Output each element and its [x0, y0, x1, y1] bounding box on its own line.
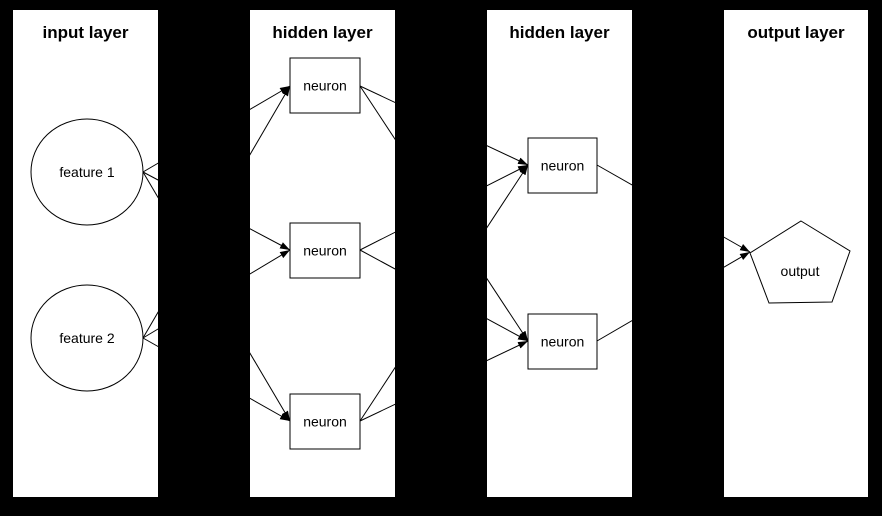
node-neuron3 [289, 393, 361, 450]
edge-neuron2-to-neuron5 [359, 249, 529, 342]
node-neuron5 [527, 313, 598, 370]
panel-input-layer [13, 10, 158, 497]
node-label-feature2: feature 2 [59, 330, 114, 346]
node-feature1 [30, 118, 144, 226]
edge-neuron5-to-output1 [596, 251, 751, 342]
node-label-neuron2: neuron [303, 243, 347, 259]
edge-neuron3-to-neuron5 [359, 340, 529, 422]
edge-feature1-to-neuron1 [142, 85, 291, 173]
node-neuron4 [527, 137, 598, 194]
node-label-feature1: feature 1 [59, 164, 114, 180]
panel-title-output-layer: output layer [747, 23, 845, 42]
edge-neuron1-to-neuron4 [359, 85, 529, 166]
node-label-neuron4: neuron [541, 158, 585, 174]
edge-neuron1-to-neuron5 [359, 85, 529, 342]
panel-hidden-layer-2 [487, 10, 632, 497]
panel-title-input-layer: input layer [43, 23, 129, 42]
node-neuron1 [289, 57, 361, 114]
edge-feature1-to-neuron3 [142, 171, 291, 422]
node-label-neuron5: neuron [541, 334, 585, 350]
panel-title-hidden-layer-1: hidden layer [272, 23, 373, 42]
node-label-neuron3: neuron [303, 414, 347, 430]
edge-feature2-to-neuron3 [142, 337, 291, 422]
edge-feature2-to-neuron2 [142, 249, 291, 339]
edge-feature2-to-neuron1 [142, 85, 291, 339]
panel-title-hidden-layer-2: hidden layer [509, 23, 610, 42]
edge-neuron3-to-neuron4 [359, 164, 529, 422]
edge-feature1-to-neuron2 [142, 171, 291, 251]
node-label-output1: output [781, 263, 820, 279]
edge-neuron4-to-output1 [596, 164, 751, 253]
node-neuron2 [289, 222, 361, 279]
edge-neuron2-to-neuron4 [359, 164, 529, 251]
node-label-neuron1: neuron [303, 78, 347, 94]
node-feature2 [30, 284, 144, 392]
node-output1 [749, 220, 851, 304]
